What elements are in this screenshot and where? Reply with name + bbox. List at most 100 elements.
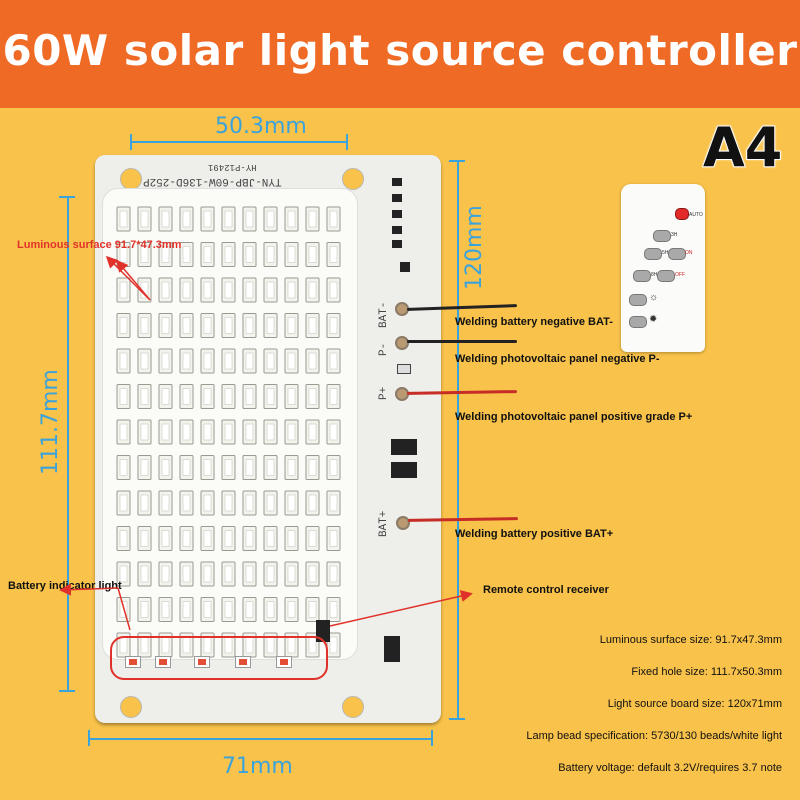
led-bead-lens <box>203 281 212 299</box>
led-bead-lens <box>140 388 149 405</box>
led-bead-lens <box>224 459 233 476</box>
led-bead-lens <box>245 317 254 334</box>
5h-label: 5H <box>662 250 669 256</box>
led-bead-lens <box>308 281 317 299</box>
led-bead-lens <box>266 246 275 263</box>
led-bead-lens <box>224 352 233 370</box>
dim-left-line <box>67 196 69 692</box>
dim-top-tick-right <box>346 134 348 150</box>
led-bead-lens <box>266 601 275 618</box>
led-bead-lens <box>203 530 212 547</box>
page-title: 60W solar light source controller <box>2 26 798 75</box>
label-luminous-surface: Luminous surface 91.7*47.3mm <box>17 239 182 251</box>
led-bead-lens <box>161 494 170 512</box>
led-bead-lens <box>287 388 296 405</box>
led-bead-lens <box>182 246 191 263</box>
dim-bottom-tick-left <box>88 730 90 746</box>
off-button[interactable] <box>657 270 675 282</box>
led-bead-lens <box>245 459 254 476</box>
led-bead-lens <box>266 317 275 334</box>
led-bead-lens <box>140 530 149 547</box>
led-bead-lens <box>287 317 296 334</box>
brightness-up-button[interactable] <box>629 294 647 306</box>
dim-bottom-label: 71mm <box>222 754 293 779</box>
led-bead-lens <box>266 352 275 370</box>
pad-bat-plus <box>396 516 410 530</box>
on-button[interactable] <box>668 248 686 260</box>
led-bead-lens <box>182 281 191 299</box>
spec-battery-voltage: Battery voltage: default 3.2V/requires 3… <box>558 762 782 774</box>
off-label: OFF <box>675 272 685 278</box>
led-bead-lens <box>140 494 149 512</box>
led-bead-lens <box>329 530 338 547</box>
led-bead-lens <box>287 530 296 547</box>
3h-button[interactable] <box>653 230 671 242</box>
smd-component <box>392 240 402 248</box>
led-bead-lens <box>224 601 233 618</box>
led-bead-lens <box>329 246 338 263</box>
dim-left-label: 111.7mm <box>38 369 63 475</box>
controller-ic <box>384 636 400 662</box>
led-bead-lens <box>245 210 254 228</box>
led-bead-lens <box>266 210 275 228</box>
label-remote-receiver: Remote control receiver <box>483 584 609 596</box>
dim-bottom-tick-right <box>431 730 433 746</box>
led-bead-lens <box>287 352 296 370</box>
silk-p-plus: P+ <box>378 386 390 400</box>
led-bead-lens <box>287 601 296 618</box>
led-bead-lens <box>119 601 128 618</box>
board-model-silk: TYN-JBP-60W-136D-252P <box>143 175 282 187</box>
led-bead-lens <box>182 210 191 228</box>
led-bead-lens <box>182 459 191 476</box>
led-array <box>116 206 341 658</box>
led-bead-lens <box>245 530 254 547</box>
led-bead-lens <box>245 352 254 370</box>
led-bead-lens <box>224 494 233 512</box>
led-bead-lens <box>119 565 128 583</box>
led-bead-lens <box>203 601 212 618</box>
led-bead-lens <box>329 565 338 583</box>
led-bead-lens <box>308 352 317 370</box>
wire-bat-plus <box>407 517 519 522</box>
title-banner: 60W solar light source controller <box>0 0 800 108</box>
led-bead-lens <box>203 246 212 263</box>
led-bead-lens <box>119 459 128 476</box>
smd-component <box>392 226 402 234</box>
sun-icon: ☼ <box>649 292 659 303</box>
led-bead-lens <box>119 388 128 405</box>
8h-label: 8H <box>651 272 658 278</box>
5h-button[interactable] <box>644 248 662 260</box>
led-bead-lens <box>161 565 170 583</box>
led-bead-lens <box>245 246 254 263</box>
led-bead-lens <box>203 388 212 405</box>
label-bat-positive: Welding battery positive BAT+ <box>455 528 614 540</box>
led-bead-lens <box>203 494 212 512</box>
led-bead-lens <box>287 281 296 299</box>
mounting-hole <box>120 168 142 190</box>
led-bead-lens <box>245 601 254 618</box>
8h-button[interactable] <box>633 270 651 282</box>
model-badge: A4 <box>702 115 783 180</box>
led-bead-lens <box>245 494 254 512</box>
led-bead-lens <box>308 601 317 618</box>
led-bead-lens <box>203 423 212 441</box>
brightness-down-button[interactable] <box>629 316 647 328</box>
led-bead-lens <box>161 317 170 334</box>
silk-bat-plus: BAT+ <box>378 510 390 537</box>
led-bead-lens <box>161 601 170 618</box>
smd-component <box>392 178 402 186</box>
led-bead-lens <box>287 494 296 512</box>
led-bead-lens <box>287 565 296 583</box>
led-bead-lens <box>224 388 233 405</box>
led-bead-lens <box>329 352 338 370</box>
led-bead-lens <box>224 565 233 583</box>
auto-button[interactable] <box>675 208 689 220</box>
led-bead-lens <box>140 281 149 299</box>
led-bead-lens <box>287 246 296 263</box>
dim-bottom-line <box>88 738 433 740</box>
led-bead-lens <box>308 317 317 334</box>
led-bead-lens <box>287 423 296 441</box>
led-bead-lens <box>329 317 338 334</box>
dim-right-tick-bottom <box>449 718 465 720</box>
led-bead-lens <box>161 246 170 263</box>
